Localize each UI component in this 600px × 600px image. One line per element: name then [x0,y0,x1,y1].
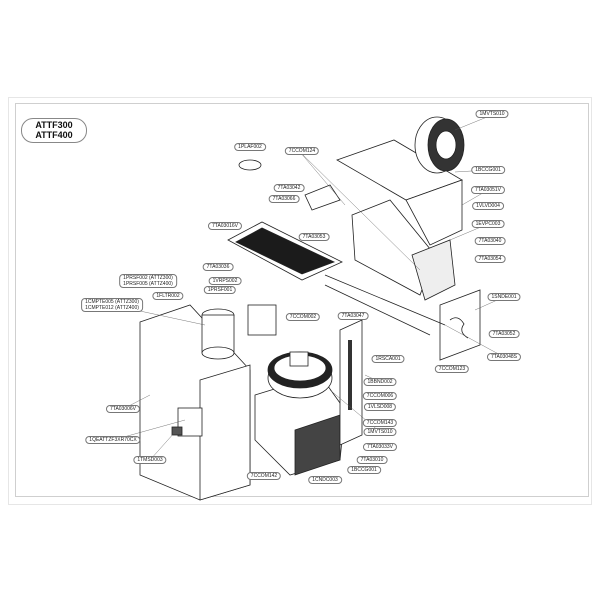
filter-plafond [238,159,262,171]
part-label: 1CMPTE012 (ATTZ400) [85,305,139,311]
model-title-box: ATTF300 ATTF400 [21,118,87,143]
part-label: 1VLSD008 [363,403,397,411]
part-label: 7TA03051V [470,186,506,194]
drawing-frame [15,103,589,497]
part-label: 7CCOM123 [434,365,470,373]
part-label: 1CNDC003 [308,476,342,484]
model-title-line2: ATTF400 [35,130,73,140]
part-label: 1MVTS010 [363,428,397,436]
part-label: 7TA03016V [207,222,243,230]
part-label: 7TA03010 [356,456,388,464]
bracket [304,184,341,211]
part-label: 7TA03054 [474,255,506,263]
part-label-group: 1PRSF002 (ATTZ300) 1PRSF005 (ATTZ400) [119,274,177,288]
part-label: 7TA03048S [486,353,522,361]
part-label: 7CCOM142 [246,472,282,480]
part-label: 1QEATTZF3XR70CX [85,436,141,444]
part-label: 7TA03042 [273,184,305,192]
part-label: 1FLTR002 [152,292,184,300]
part-label: 7TA03033V [362,443,398,451]
part-label: 7CCOM143 [362,419,398,427]
part-label: 7CCOM002 [285,313,321,321]
part-label: 7TA03036 [202,263,234,271]
part-label: 7TA03047 [337,312,369,320]
control-box [247,304,277,336]
part-label: 1SNDE001 [487,293,521,301]
part-label: 1PRSF005 (ATTZ400) [123,281,173,287]
outer-border [8,97,592,505]
model-title-line1: ATTF300 [35,120,73,130]
part-label: 7TA03053 [298,233,330,241]
part-label: 1BCCG001 [471,166,505,174]
part-label: 1PRSF001 [203,286,237,294]
part-label: 1RSCA001 [371,355,405,363]
part-label: 1VLVD004 [472,202,504,210]
part-label: 7CCOM124 [284,147,320,155]
part-label: 1PRSF002 (ATTZ300) [123,275,173,281]
part-label: 1CMPTE005 (ATTZ300) [85,299,139,305]
part-label: 7TA03040 [474,237,506,245]
part-label: 1EVPC003 [471,220,505,228]
part-label: 7CCOM006 [362,392,398,400]
part-label: 1BBND002 [363,378,397,386]
part-label: 1MVTS010 [475,110,509,118]
part-label: 7TA03052 [488,330,520,338]
part-label: 1BCCG001 [347,466,381,474]
part-label: 7TA03066 [268,195,300,203]
side-panel-right [439,289,481,361]
part-label: 1PLAF002 [234,143,266,151]
part-label-group: 1CMPTE005 (ATTZ300) 1CMPTE012 (ATTZ400) [81,298,143,312]
part-label: 7TA03006V [105,405,141,413]
evaporator-unit [411,239,456,301]
part-label: 1VRPS002 [208,277,242,285]
part-label: 1TMSD003 [133,456,167,464]
